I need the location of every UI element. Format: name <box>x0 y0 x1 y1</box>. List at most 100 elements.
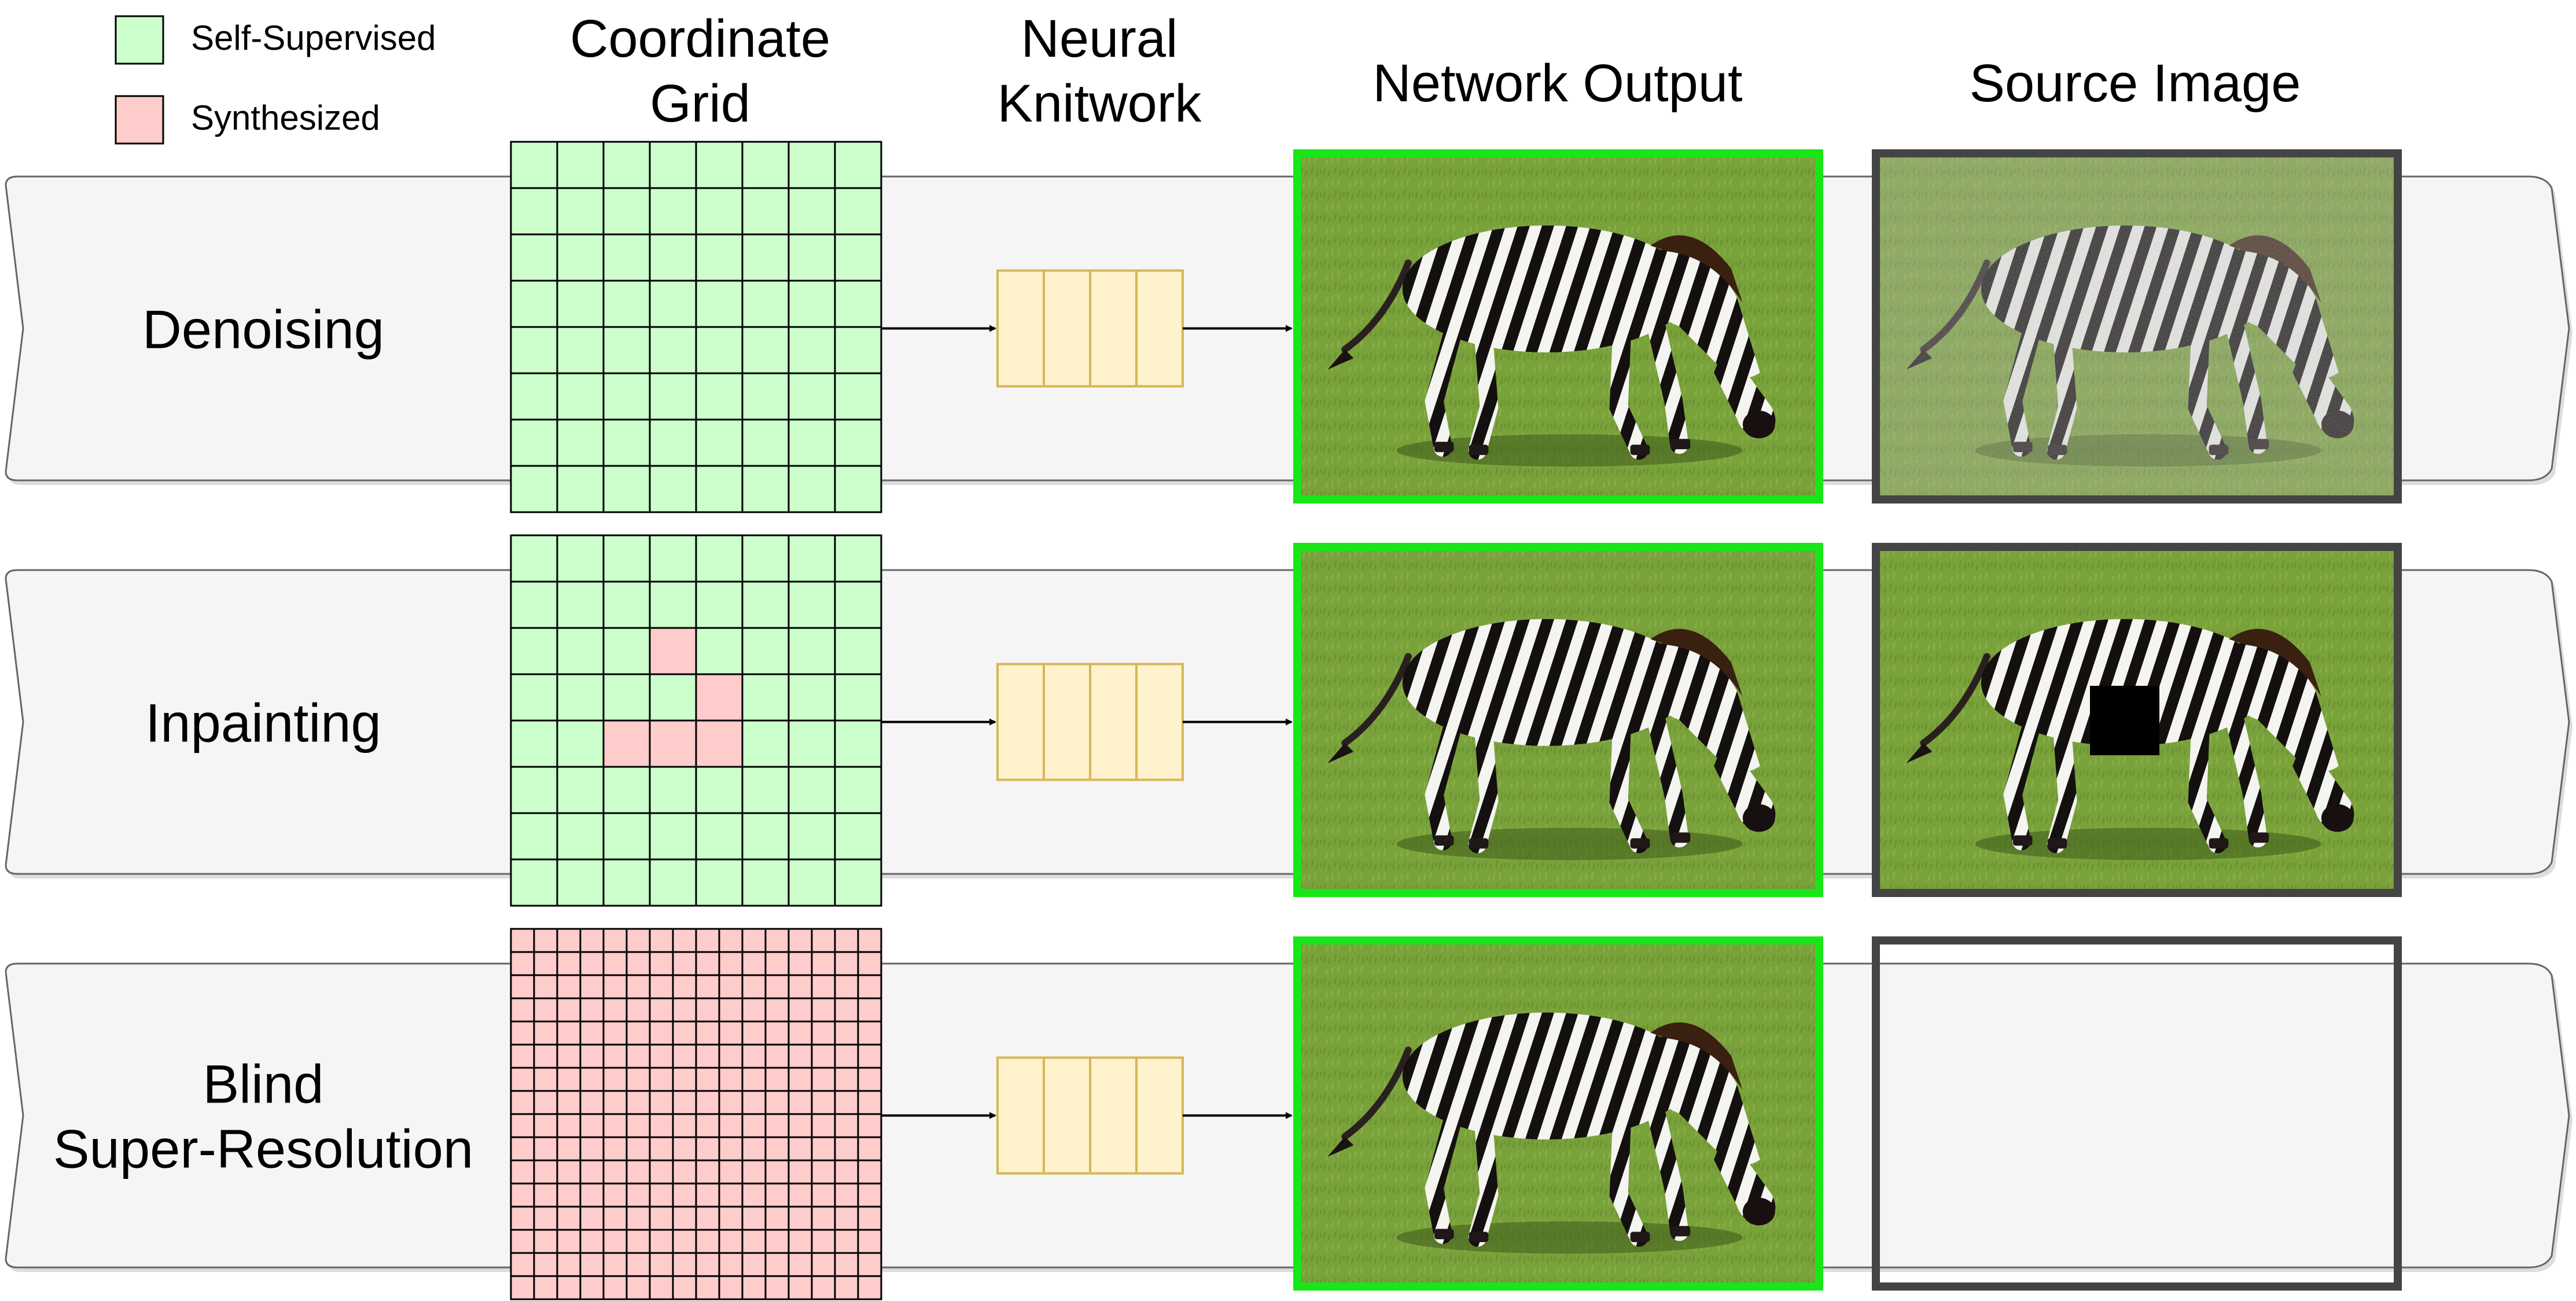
grid-cell-synthesized <box>787 928 813 953</box>
grid-cell-synthesized <box>787 997 813 1023</box>
grid-cell-self-supervised <box>695 280 744 328</box>
knitwork-unit <box>996 269 1045 388</box>
grid-cell-synthesized <box>857 1136 882 1162</box>
header-coordinate-grid: Coordinate <box>570 9 830 68</box>
grid-cell-synthesized <box>695 1252 720 1277</box>
grid-cell-self-supervised <box>787 233 836 282</box>
grid-cell-self-supervised <box>834 580 882 629</box>
grid-cell-self-supervised <box>695 465 744 513</box>
grid-cell-self-supervised <box>741 719 790 768</box>
grid-cell-synthesized <box>672 1206 697 1231</box>
grid-cell-synthesized <box>695 719 744 768</box>
grid-cell-self-supervised <box>510 766 558 814</box>
task-row: Denoising <box>5 141 2573 513</box>
grid-cell-synthesized <box>510 1159 535 1185</box>
grid-cell-self-supervised <box>556 627 605 675</box>
knitwork-unit <box>1089 269 1138 388</box>
grid-cell-synthesized <box>741 1113 767 1138</box>
grid-cell-self-supervised <box>787 372 836 421</box>
grid-cell-self-supervised <box>834 326 882 374</box>
grid-cell-synthesized <box>741 1090 767 1115</box>
grid-cell-synthesized <box>834 1113 859 1138</box>
grid-cell-synthesized <box>602 974 628 999</box>
knitwork-unit <box>1043 1056 1091 1175</box>
source-image <box>1872 936 2402 1291</box>
grid-cell-self-supervised <box>510 141 558 189</box>
grid-cell-self-supervised <box>787 280 836 328</box>
grid-cell-synthesized <box>510 997 535 1023</box>
grid-cell-synthesized <box>695 1090 720 1115</box>
grid-cell-synthesized <box>579 1043 605 1069</box>
grid-cell-self-supervised <box>741 858 790 907</box>
grid-cell-synthesized <box>857 1159 882 1185</box>
grid-cell-synthesized <box>718 1275 744 1300</box>
grid-cell-synthesized <box>811 997 836 1023</box>
grid-cell-self-supervised <box>602 326 651 374</box>
grid-cell-synthesized <box>649 928 674 953</box>
grid-cell-synthesized <box>602 1182 628 1208</box>
grid-cell-self-supervised <box>834 187 882 236</box>
grid-cell-synthesized <box>625 1020 651 1046</box>
grid-cell-synthesized <box>764 1020 790 1046</box>
grid-cell-synthesized <box>811 928 836 953</box>
grid-cell-synthesized <box>625 1182 651 1208</box>
grid-cell-synthesized <box>741 974 767 999</box>
grid-cell-synthesized <box>649 1275 674 1300</box>
grid-cell-synthesized <box>695 1275 720 1300</box>
task-label: Denoising <box>142 299 384 360</box>
grid-cell-synthesized <box>602 1067 628 1092</box>
grid-cell-synthesized <box>857 1182 882 1208</box>
grid-cell-self-supervised <box>602 627 651 675</box>
grid-cell-synthesized <box>695 1113 720 1138</box>
coordinate-grid <box>510 141 882 513</box>
grid-cell-synthesized <box>787 1020 813 1046</box>
grid-cell-synthesized <box>857 1275 882 1300</box>
grid-cell-self-supervised <box>741 326 790 374</box>
grid-cell-synthesized <box>718 974 744 999</box>
task-label: Inpainting <box>145 693 381 754</box>
grid-cell-self-supervised <box>602 372 651 421</box>
network-output-image <box>1293 543 1823 897</box>
grid-cell-synthesized <box>602 1229 628 1254</box>
grid-cell-synthesized <box>811 1275 836 1300</box>
inpainting-mask <box>2090 686 2159 755</box>
grid-cell-synthesized <box>741 1159 767 1185</box>
grid-cell-synthesized <box>695 673 744 722</box>
grid-cell-synthesized <box>764 1090 790 1115</box>
grid-cell-self-supervised <box>695 326 744 374</box>
grid-cell-synthesized <box>857 1090 882 1115</box>
grid-cell-synthesized <box>787 1159 813 1185</box>
grid-cell-synthesized <box>556 1182 582 1208</box>
grid-cell-synthesized <box>695 1229 720 1254</box>
network-output-image <box>1293 149 1823 504</box>
grid-cell-self-supervised <box>834 627 882 675</box>
grid-cell-self-supervised <box>510 627 558 675</box>
grid-cell-self-supervised <box>602 673 651 722</box>
grid-cell-synthesized <box>834 1136 859 1162</box>
grid-cell-synthesized <box>834 1229 859 1254</box>
grid-cell-self-supervised <box>834 673 882 722</box>
grid-cell-synthesized <box>811 1067 836 1092</box>
grid-cell-synthesized <box>579 1206 605 1231</box>
grid-cell-self-supervised <box>649 372 697 421</box>
grid-cell-synthesized <box>602 1020 628 1046</box>
grid-cell-self-supervised <box>787 719 836 768</box>
grid-cell-self-supervised <box>695 187 744 236</box>
knitwork-unit <box>1043 269 1091 388</box>
grid-cell-synthesized <box>764 974 790 999</box>
grid-cell-synthesized <box>602 1206 628 1231</box>
grid-cell-synthesized <box>649 1229 674 1254</box>
grid-cell-synthesized <box>510 1206 535 1231</box>
grid-cell-synthesized <box>857 1043 882 1069</box>
grid-cell-synthesized <box>625 951 651 976</box>
grid-cell-synthesized <box>718 1043 744 1069</box>
grid-cell-synthesized <box>625 1206 651 1231</box>
grid-cell-synthesized <box>857 1229 882 1254</box>
grid-cell-synthesized <box>533 1252 558 1277</box>
grid-cell-synthesized <box>718 928 744 953</box>
knitwork-unit <box>1089 663 1138 781</box>
grid-cell-synthesized <box>811 1113 836 1138</box>
grid-cell-synthesized <box>764 1252 790 1277</box>
grid-cell-synthesized <box>510 974 535 999</box>
